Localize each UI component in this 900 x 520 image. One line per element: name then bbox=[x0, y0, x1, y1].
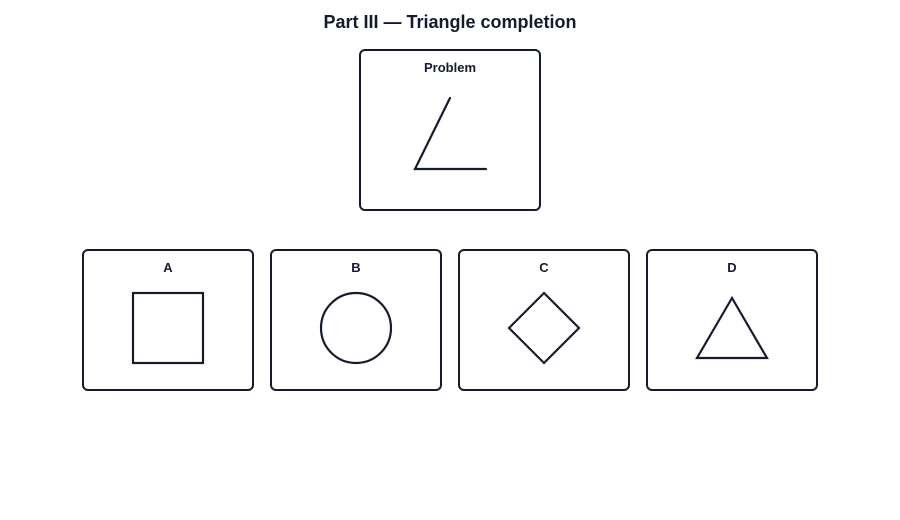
option-d-label: D bbox=[727, 260, 737, 275]
option-b-label: B bbox=[351, 260, 361, 275]
option-b-card[interactable]: B bbox=[270, 249, 442, 391]
square-icon bbox=[131, 291, 205, 365]
circle-icon bbox=[319, 291, 393, 365]
option-c-card[interactable]: C bbox=[458, 249, 630, 391]
option-d-card[interactable]: D bbox=[646, 249, 818, 391]
problem-label: Problem bbox=[423, 60, 476, 75]
open-angle-icon bbox=[413, 96, 488, 171]
triangle-icon bbox=[695, 295, 769, 360]
diamond-icon bbox=[507, 291, 581, 365]
page-title: Part III — Triangle completion bbox=[323, 12, 577, 32]
option-a-card[interactable]: A bbox=[82, 249, 254, 391]
option-a-label: A bbox=[163, 260, 173, 275]
open-angle-lines bbox=[413, 96, 488, 171]
problem-card: Problem bbox=[359, 49, 541, 211]
option-c-label: C bbox=[539, 260, 549, 275]
